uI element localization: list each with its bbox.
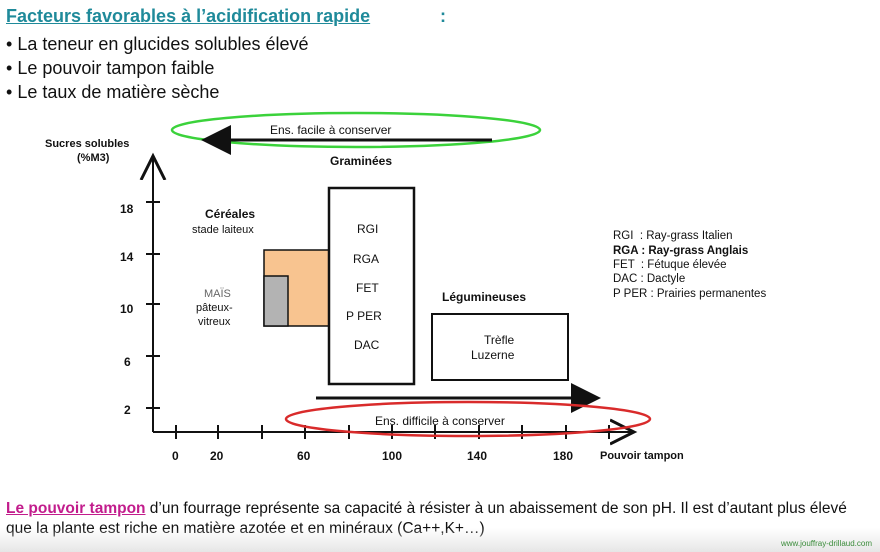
graminees-item: DAC — [354, 338, 380, 352]
heading-title: Facteurs favorables à l’acidification ra… — [6, 6, 371, 26]
x-tick-label: 60 — [297, 449, 311, 463]
y-tick-label: 18 — [120, 202, 134, 216]
x-axis-title: Pouvoir tampon — [600, 450, 684, 462]
cereales-title: Céréales — [205, 207, 255, 221]
cereales-subtitle: stade laiteux — [192, 224, 254, 236]
legend-item: RGA : Ray-grass Anglais — [613, 245, 748, 257]
legend-item: DAC : Dactyle — [613, 273, 685, 285]
graminees-title: Graminées — [330, 154, 392, 168]
mais-box — [263, 275, 289, 327]
y-tick-label: 6 — [124, 355, 131, 369]
x-tick-label: 180 — [553, 449, 573, 463]
easy-conserve-ellipse — [170, 111, 542, 149]
hard-conserve-label: Ens. difficile à conserver — [375, 414, 505, 428]
heading-colon: : — [440, 6, 446, 26]
y-ticks — [146, 201, 160, 409]
graminees-item: RGA — [353, 252, 379, 266]
y-tick-label: 2 — [124, 403, 131, 417]
bullet-list: La teneur en glucides solubles élevé Le … — [6, 32, 309, 104]
legumineuses-item: Luzerne — [471, 348, 515, 362]
legumineuses-box — [431, 313, 569, 381]
x-tick-label: 20 — [210, 449, 224, 463]
heading: Facteurs favorables à l’acidification ra… — [6, 6, 370, 27]
bullet-item: Le taux de matière sèche — [6, 80, 309, 104]
hard-conserve-ellipse — [284, 400, 652, 438]
legumineuses-item: Trèfle — [484, 333, 515, 347]
graminees-item: RGI — [357, 222, 378, 236]
graminees-item: FET — [356, 281, 379, 295]
legumineuses-title: Légumineuses — [442, 290, 526, 304]
y-axis-title: Sucres solubles — [45, 138, 129, 150]
footer-band — [0, 528, 880, 552]
watermark: www.jouffray-drillaud.com — [781, 539, 872, 548]
footer-keyword: Le pouvoir tampon — [6, 500, 146, 517]
y-tick-label: 14 — [120, 250, 134, 264]
legend-item: P PER : Prairies permanentes — [613, 288, 766, 300]
legend-item: RGI : Ray-grass Italien — [613, 230, 733, 242]
legend-item: FET : Fétuque élevée — [613, 259, 727, 271]
graminees-item: P PER — [346, 309, 382, 323]
y-axis-unit: (%M3) — [77, 152, 110, 164]
graminees-box — [327, 186, 416, 386]
bullet-item: Le pouvoir tampon faible — [6, 56, 309, 80]
easy-conserve-label: Ens. facile à conserver — [270, 123, 391, 137]
x-tick-label: 0 — [172, 449, 179, 463]
mais-subtitle: pâteux- — [196, 302, 233, 314]
y-tick-label: 10 — [120, 302, 134, 316]
x-tick-label: 100 — [382, 449, 402, 463]
bullet-item: La teneur en glucides solubles élevé — [6, 32, 308, 56]
mais-title: MAÏS — [204, 288, 231, 300]
mais-subtitle: vitreux — [198, 316, 231, 328]
x-tick-label: 140 — [467, 449, 487, 463]
